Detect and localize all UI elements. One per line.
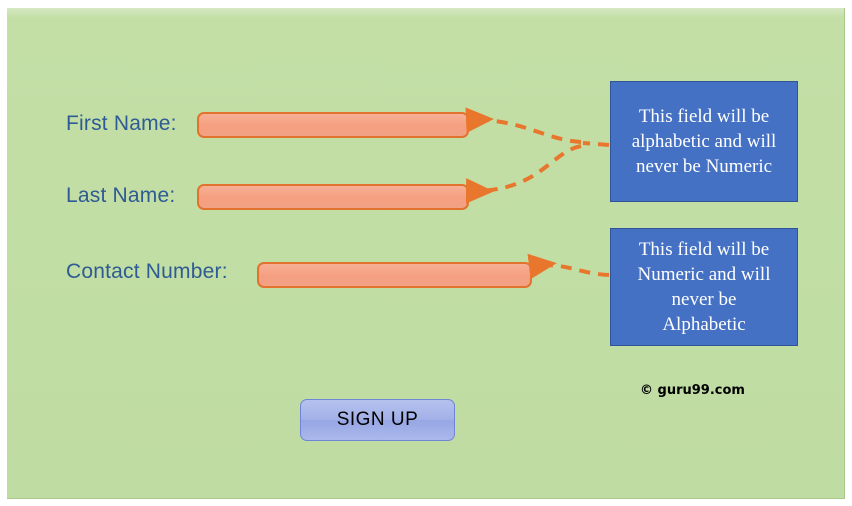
watermark-label: © guru99.com (640, 383, 745, 398)
contact-number-input[interactable] (257, 262, 532, 288)
form-panel: First Name: Last Name: Contact Number: T… (7, 8, 845, 499)
contact-number-label: Contact Number: (66, 260, 228, 283)
last-name-input[interactable] (197, 184, 469, 210)
last-name-label: Last Name: (66, 184, 176, 207)
first-name-label: First Name: (66, 112, 177, 135)
sign-up-button[interactable]: SIGN UP (300, 399, 455, 441)
first-name-input[interactable] (197, 112, 469, 138)
